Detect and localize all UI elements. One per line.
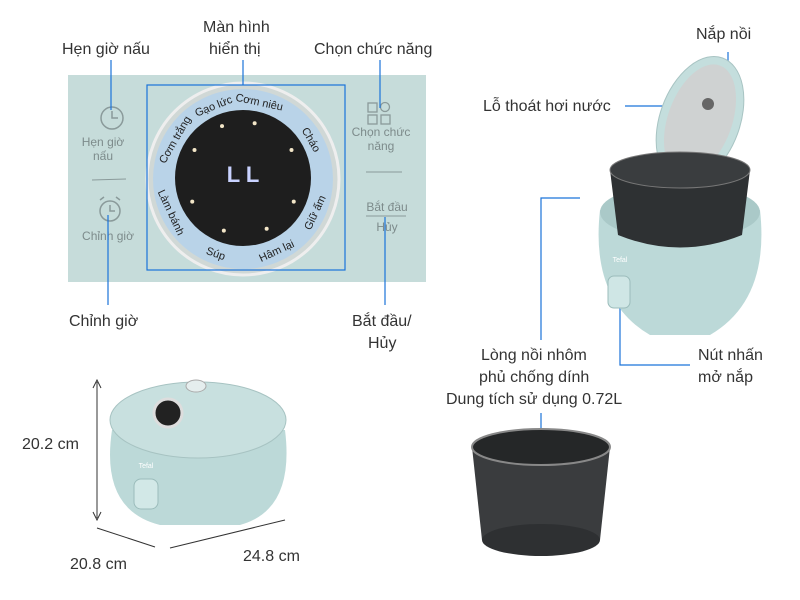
display-screen — [175, 110, 311, 246]
label-display-1: Màn hình — [203, 19, 270, 36]
mode-indicator-dot — [252, 121, 257, 126]
mode-indicator-dot — [289, 148, 294, 152]
label-pot-1: Lòng nồi nhôm — [481, 347, 587, 364]
rice-cooker-open: Tefal — [598, 55, 762, 335]
panel-start: Bắt đầu — [366, 199, 407, 214]
label-timer: Hẹn giờ nấu — [62, 41, 150, 58]
panel-timer-2: nấu — [93, 149, 113, 163]
dimension-lines — [92, 378, 286, 549]
panel-function-1: Chọn chức — [352, 125, 411, 139]
label-button-2: mở nắp — [698, 369, 753, 386]
label-width: 20.8 cm — [70, 556, 127, 573]
label-vent: Lỗ thoát hơi nước — [483, 98, 611, 115]
brand-logo: Tefal — [139, 463, 154, 470]
mode-indicator-dot — [190, 199, 195, 204]
divider — [91, 178, 127, 181]
timer-icon — [100, 106, 124, 130]
panel-cancel: Hủy — [376, 220, 397, 234]
panel-function-2: năng — [368, 139, 395, 153]
label-button-1: Nút nhấn — [698, 347, 763, 364]
label-adjust: Chỉnh giờ — [69, 313, 139, 330]
label-pot-3: Dung tích sử dụng 0.72L — [446, 391, 623, 408]
pointer-lines — [107, 52, 729, 440]
alarm-clock-icon — [99, 196, 121, 222]
label-height: 20.2 cm — [22, 436, 79, 453]
panel-timer-1: Hẹn giờ — [82, 135, 125, 149]
mode-indicator-dot — [220, 124, 225, 129]
display-highlight-box — [146, 84, 346, 271]
label-depth: 24.8 cm — [243, 548, 300, 565]
mode-indicator-dot — [264, 226, 269, 231]
label-lid: Nắp nồi — [696, 26, 752, 43]
mode-indicator-dot — [221, 228, 226, 233]
label-start-2: Hủy — [368, 335, 397, 352]
display-readout: L L — [227, 162, 260, 187]
brand-logo: Tefal — [613, 257, 628, 264]
label-pot-2: phủ chống dính — [479, 369, 590, 386]
label-display-2: hiển thị — [209, 41, 261, 58]
rice-cooker-closed: Tefal — [109, 379, 287, 525]
inner-pot — [471, 428, 611, 556]
label-start-1: Bắt đầu/ — [352, 313, 412, 330]
label-function: Chọn chức năng — [314, 41, 433, 58]
mode-indicator-dot — [192, 148, 197, 152]
mode-indicator-dot — [291, 199, 296, 204]
